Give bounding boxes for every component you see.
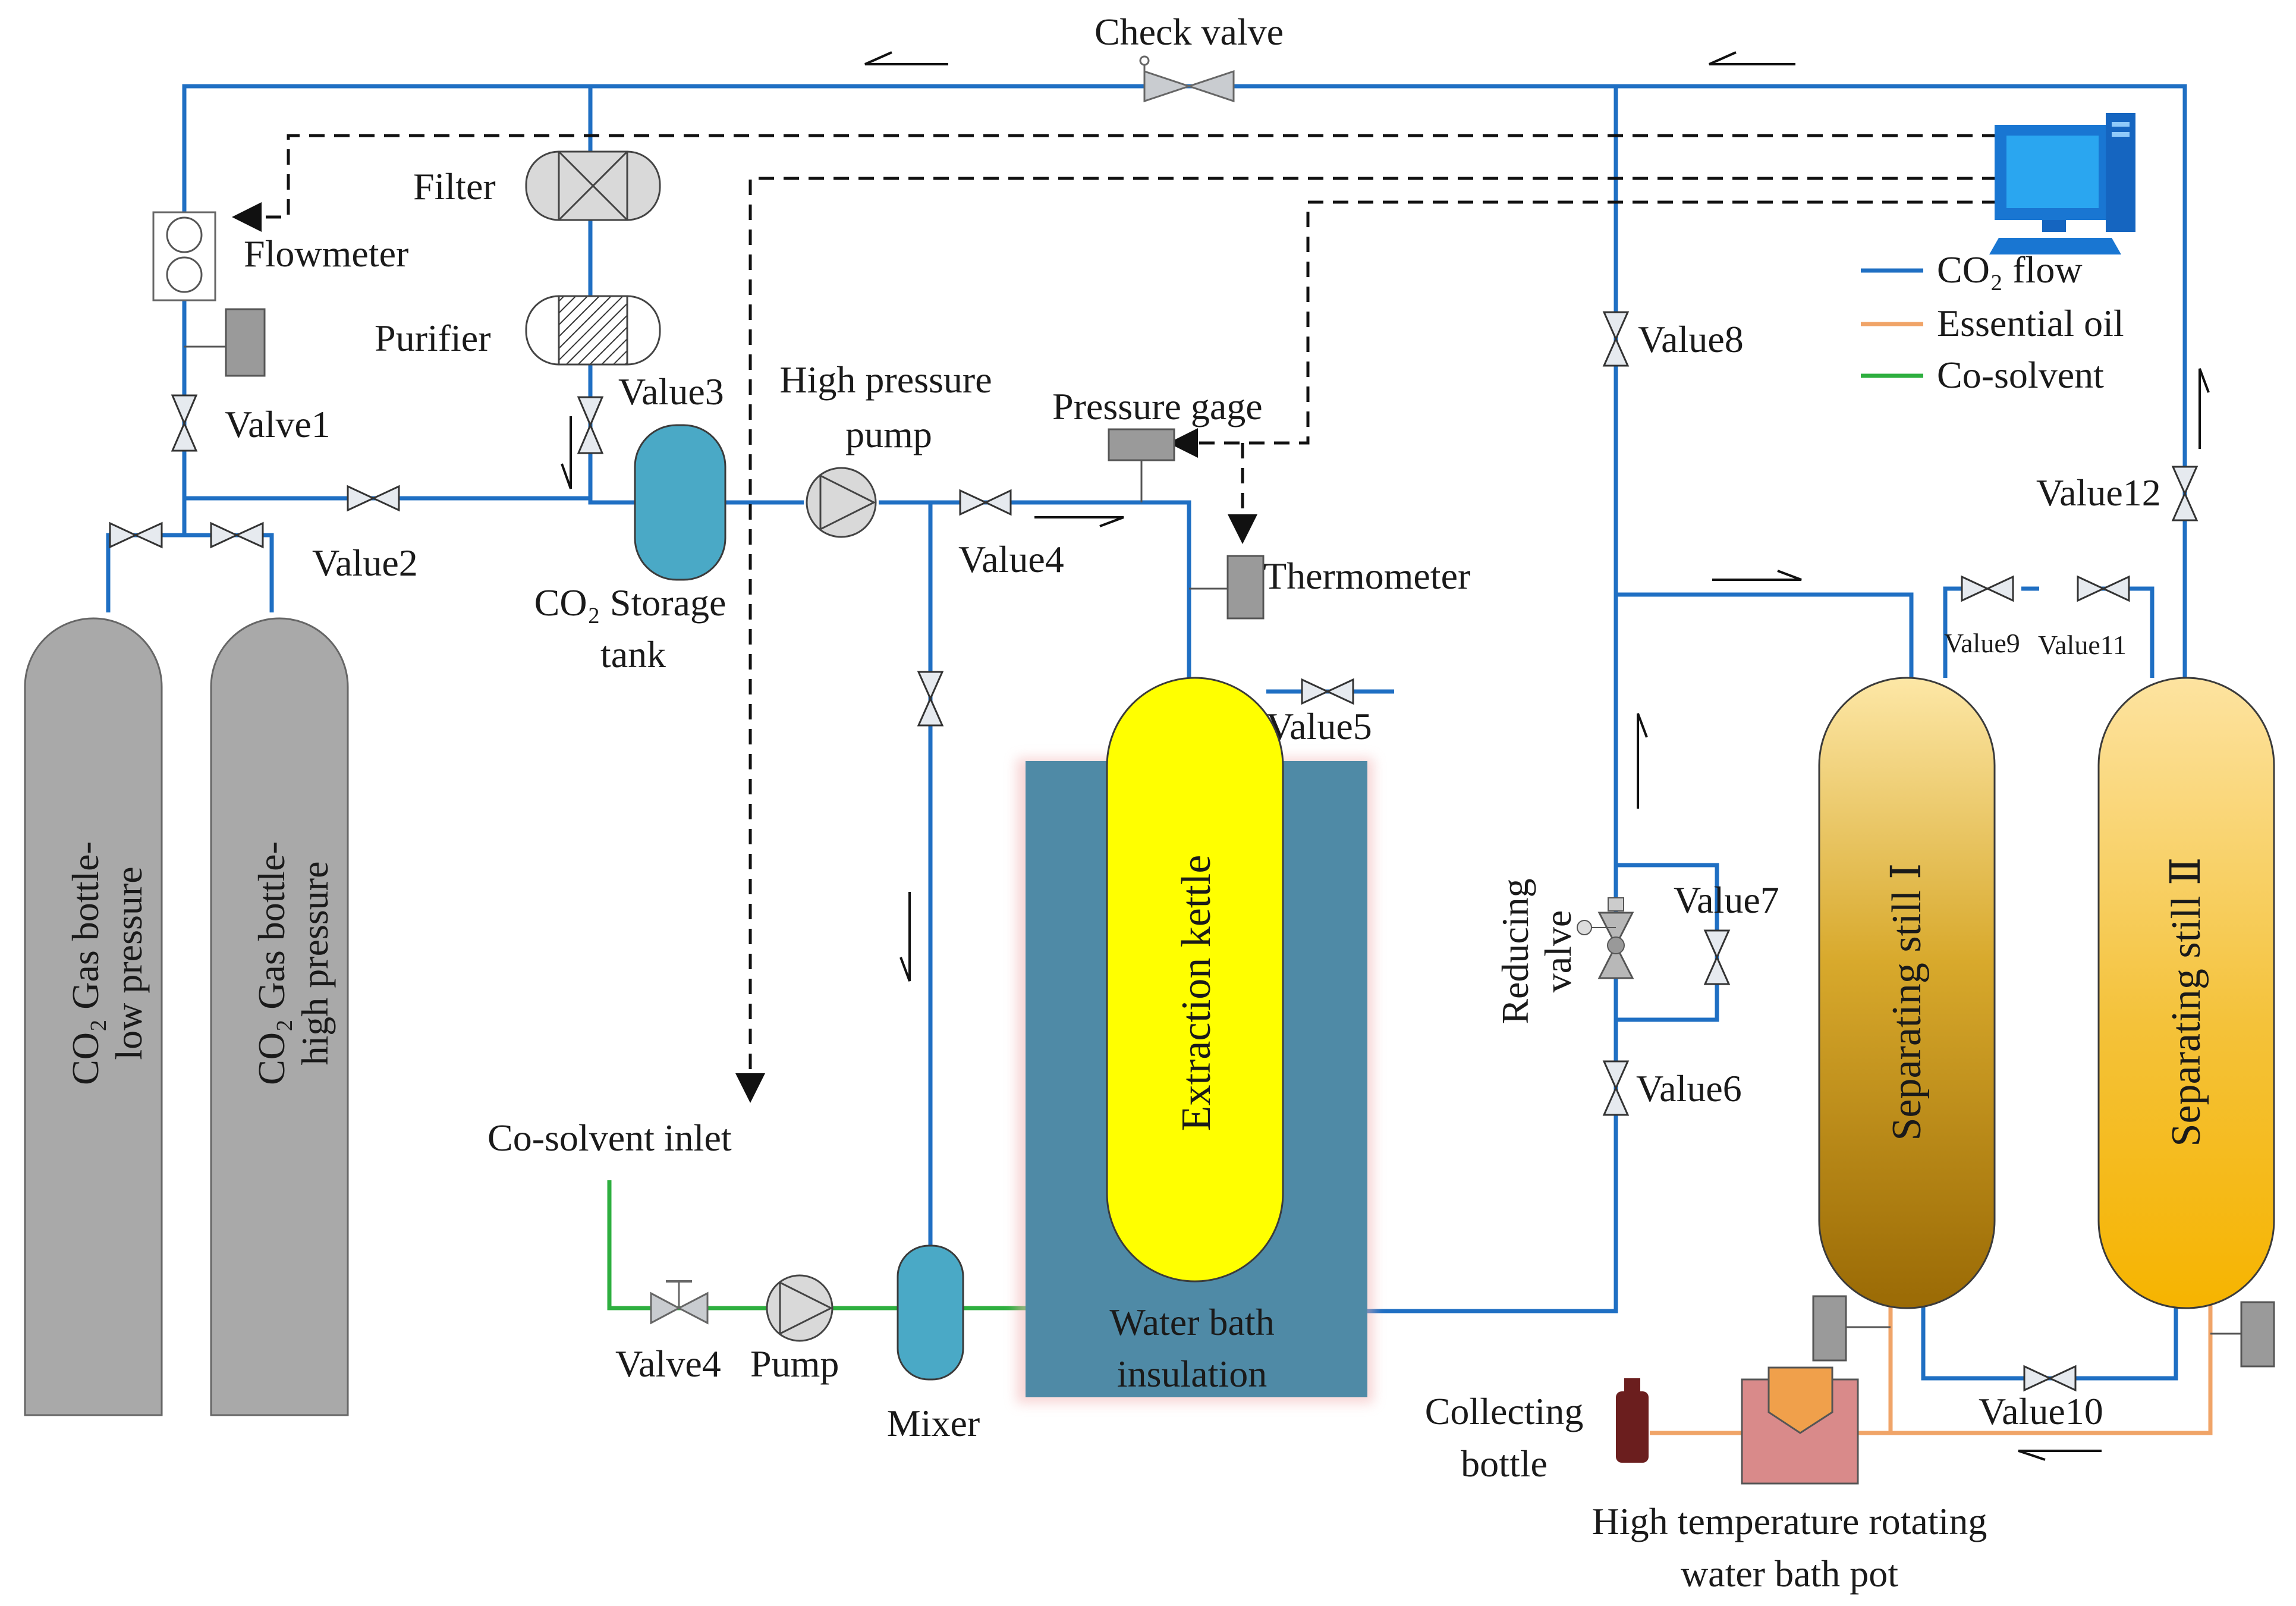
value3-label: Value3 <box>618 370 724 413</box>
value10-label: Value10 <box>1979 1390 2103 1432</box>
value5-valve-icon[interactable] <box>1301 678 1354 705</box>
co2-bottle-low-pressure <box>24 617 163 1416</box>
thermometer-icon <box>1189 555 1265 620</box>
pump-icon[interactable] <box>806 467 877 538</box>
water-bath-label-line1: Water bath <box>1109 1301 1274 1343</box>
legend-essential-oil: Essential oil <box>1937 302 2124 344</box>
value2-valve-icon[interactable] <box>347 485 400 512</box>
value2-label: Value2 <box>312 542 418 584</box>
filter-icon <box>525 150 661 221</box>
legend-co2-flow: CO₂ flow <box>1937 249 2083 291</box>
value7-label: Value7 <box>1674 879 1779 921</box>
value8-label: Value8 <box>1638 318 1744 360</box>
reducing-valve-icon[interactable] <box>1577 897 1634 979</box>
valve4-bottom-label: Valve4 <box>615 1343 721 1385</box>
signal-lines <box>232 134 1998 1103</box>
bottle-low-label-line2: low pressure <box>108 866 150 1060</box>
check-valve-label: Check valve <box>1094 11 1284 53</box>
purifier-label: Purifier <box>375 317 491 359</box>
flowmeter-label: Flowmeter <box>244 232 408 275</box>
reducing-valve-label-line2: valve <box>1537 910 1579 993</box>
co-solvent-inlet-label: Co-solvent inlet <box>487 1117 732 1159</box>
value6-valve-icon[interactable] <box>1602 1060 1630 1116</box>
value11-label: Value11 <box>2038 630 2127 660</box>
storage-tank-label-line2: tank <box>600 633 666 675</box>
reducing-valve-label-line1: Reducing <box>1494 878 1536 1024</box>
value7-valve-icon[interactable] <box>1703 929 1731 985</box>
value12-label: Value12 <box>2036 472 2161 514</box>
valve1-valve-icon[interactable] <box>171 394 198 452</box>
thermometer-label: Thermometer <box>1263 555 1470 597</box>
high-pressure-pump-label-line1: High pressure <box>779 359 992 401</box>
value9-label: Value9 <box>1944 628 2020 658</box>
bottle-high-label-line2: high pressure <box>294 861 336 1065</box>
value8-valve-icon[interactable] <box>1602 311 1630 367</box>
water-bath-label-line2: insulation <box>1117 1353 1267 1395</box>
separating-still-2-label: Separating still Ⅱ <box>2163 857 2209 1147</box>
extraction-kettle-label: Extraction kettle <box>1174 855 1219 1132</box>
pressure-gage-label: Pressure gage <box>1052 385 1263 428</box>
separator-1-gauge-icon <box>1812 1295 1891 1362</box>
check-valve[interactable] <box>1139 55 1235 103</box>
rotating-pot-label-line2: water bath pot <box>1681 1552 1898 1595</box>
flowmeter-icon <box>152 211 216 301</box>
valve1-label: Valve1 <box>225 403 331 445</box>
value11-valve-icon[interactable] <box>2077 575 2130 602</box>
value10-valve-icon[interactable] <box>2023 1365 2077 1392</box>
pressure-gage-icon <box>1108 428 1175 502</box>
separating-still-1-label: Separating still Ⅰ <box>1884 863 1930 1140</box>
bottle-high-valve-icon[interactable] <box>210 521 264 549</box>
co2-storage-tank <box>634 424 726 581</box>
bottle-low-label-line1: CO₂ Gas bottle- <box>64 841 106 1085</box>
value5-label: Value5 <box>1266 705 1372 747</box>
gauge-icon <box>184 308 266 377</box>
legend-co-solvent: Co-solvent <box>1937 354 2104 396</box>
separator-2-gauge-icon <box>2210 1301 2275 1368</box>
rotating-pot-label-line1: High temperature rotating <box>1592 1500 1987 1542</box>
mixer <box>897 1244 964 1381</box>
value9-valve-icon[interactable] <box>1961 575 2014 602</box>
storage-tank-label-line1: CO₂ Storage <box>534 582 726 624</box>
mixer-label: Mixer <box>887 1402 980 1444</box>
essential-oil-piping <box>1650 1305 2213 1435</box>
flow-direction-arrows <box>561 51 2210 1461</box>
separating-still-2 <box>2097 677 2275 1309</box>
mixer-line-valve-icon[interactable] <box>917 671 944 727</box>
separating-still-1 <box>1818 677 1996 1309</box>
co-solvent-pump-icon[interactable] <box>766 1274 834 1342</box>
value4-valve-icon[interactable] <box>959 489 1012 516</box>
legend: CO₂ flow Essential oil Co-solvent <box>1861 249 2124 396</box>
bottle-low-valve-icon[interactable] <box>109 521 163 549</box>
co2-bottle-high-pressure <box>210 617 349 1416</box>
extraction-kettle <box>1106 677 1284 1283</box>
collecting-bottle-label-line2: bottle <box>1461 1442 1548 1485</box>
value6-label: Value6 <box>1636 1067 1742 1110</box>
rotating-water-bath-pot <box>1741 1366 1859 1485</box>
valve4-bottom-valve-icon[interactable] <box>650 1280 709 1325</box>
value12-valve-icon[interactable] <box>2171 466 2199 521</box>
pump-label: Pump <box>750 1343 839 1385</box>
collecting-bottle-label-line1: Collecting <box>1425 1390 1584 1432</box>
computer-icon <box>1989 113 2135 254</box>
filter-label: Filter <box>413 165 496 208</box>
value4-label: Value4 <box>958 538 1064 580</box>
value3-valve-icon[interactable] <box>577 396 604 454</box>
collecting-bottle <box>1616 1378 1649 1463</box>
high-pressure-pump-label-line2: pump <box>845 413 932 455</box>
purifier-icon <box>525 295 661 366</box>
bottle-high-label-line1: CO₂ Gas bottle- <box>250 841 292 1085</box>
